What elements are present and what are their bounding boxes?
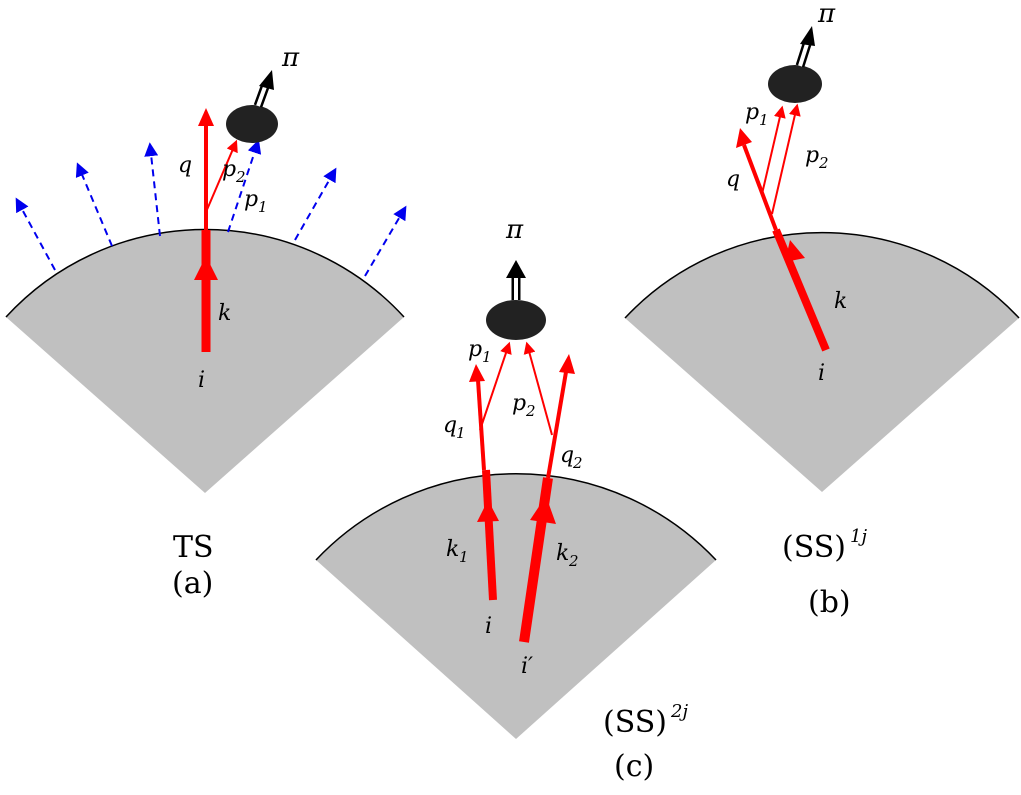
svg-text:1: 1	[482, 348, 492, 366]
label-pi-c: π	[505, 215, 524, 245]
arrow-k1	[477, 500, 499, 522]
svg-text:1j: 1j	[850, 526, 867, 547]
svg-text:2: 2	[235, 168, 246, 186]
arrow-q1	[469, 364, 485, 382]
cone-b-rim	[624, 231, 1020, 319]
svg-text:p: p	[468, 337, 482, 362]
svg-text:k: k	[446, 537, 459, 562]
pion-arrow-a	[253, 70, 274, 108]
label-p1-b: p 1	[745, 100, 769, 129]
svg-text:2j: 2j	[670, 701, 688, 722]
arrow-q-b	[736, 128, 752, 148]
arrow-k-b	[785, 240, 805, 262]
label-k1: k 1	[446, 537, 469, 566]
panel-c: π p 1 p 2 q 1 q 2 k 1 k 2 i i′ (SS) 2j	[315, 215, 717, 784]
parton-p2-c	[523, 341, 553, 436]
parton-p1-c	[479, 341, 512, 431]
label-i-c: i	[485, 614, 492, 639]
caption-ss2j: (SS) 2j	[603, 701, 688, 740]
svg-text:p: p	[805, 143, 819, 168]
caption-b: (b)	[808, 585, 851, 620]
label-k: k	[218, 301, 231, 326]
parton-k-b	[772, 228, 830, 352]
panel-a: π q p 2 p 1 k i TS (a)	[5, 43, 407, 601]
label-pi-b: π	[817, 0, 836, 29]
svg-text:p: p	[222, 157, 236, 182]
label-i-a: i	[198, 368, 205, 393]
svg-text:k: k	[556, 541, 569, 566]
label-i-b: i	[818, 361, 825, 386]
caption-ts: TS	[173, 530, 214, 565]
label-q2: q 2	[560, 443, 583, 472]
label-k-b: k	[834, 289, 847, 314]
svg-text:(SS): (SS)	[782, 530, 846, 565]
svg-text:p: p	[512, 391, 526, 416]
svg-text:2: 2	[572, 454, 583, 472]
svg-text:2: 2	[525, 402, 536, 420]
parton-p2	[205, 139, 238, 213]
caption-a: (a)	[172, 566, 213, 601]
svg-text:(SS): (SS)	[603, 705, 667, 740]
label-i-prime: i′	[521, 654, 533, 679]
label-p2-c: p 2	[512, 391, 536, 420]
svg-text:1: 1	[759, 111, 769, 129]
svg-text:2: 2	[568, 552, 579, 570]
label-q-b: q	[726, 167, 740, 192]
label-q1: q 1	[443, 413, 466, 442]
arrow-k2	[530, 496, 556, 524]
label-p2-b: p 2	[805, 143, 829, 172]
hadron-blob-c	[486, 300, 546, 340]
panel-b: π p 1 p 2 q k i (SS) 1j (b)	[624, 0, 1020, 620]
parton-p1-b	[761, 105, 786, 195]
label-k2: k 2	[556, 541, 579, 570]
cone-a	[6, 229, 404, 493]
parton-k1	[482, 469, 497, 601]
pion-arrow-c	[506, 260, 526, 300]
svg-text:q: q	[443, 413, 457, 438]
arrow-q	[198, 108, 214, 126]
svg-text:2: 2	[818, 154, 829, 172]
svg-text:p: p	[244, 187, 258, 212]
arrow-q2	[559, 354, 575, 374]
caption-ss1j: (SS) 1j	[782, 526, 867, 565]
svg-text:1: 1	[456, 424, 466, 442]
label-q: q	[178, 153, 192, 178]
cone-c-rim	[315, 473, 717, 561]
svg-text:p: p	[745, 100, 759, 125]
parton-q2	[546, 371, 568, 479]
cone-c	[316, 473, 716, 739]
arrow-k	[194, 256, 218, 280]
svg-text:1: 1	[459, 548, 469, 566]
label-p2-a: p 2	[222, 157, 246, 186]
label-pi-a: π	[281, 43, 300, 73]
label-p1-a: p 1	[244, 187, 268, 216]
parton-p2-b	[771, 103, 801, 215]
hadron-blob-b	[768, 65, 822, 103]
label-p1-c: p 1	[468, 337, 492, 366]
cone-b	[625, 232, 1019, 492]
pion-arrow-b	[795, 26, 815, 68]
svg-text:q: q	[560, 443, 574, 468]
hadron-blob-a	[226, 105, 278, 143]
svg-text:1: 1	[258, 198, 268, 216]
parton-q-b	[742, 144, 778, 231]
soft-radiation	[15, 139, 407, 277]
caption-c: (c)	[614, 749, 654, 784]
